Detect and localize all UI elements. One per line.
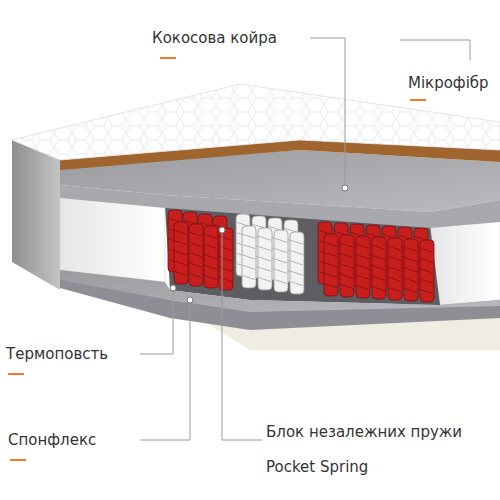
pocket-spring	[274, 230, 288, 292]
part-label: Блок незалежних пружи	[266, 423, 462, 441]
pocket-spring	[242, 226, 256, 288]
pocket-spring	[219, 228, 233, 290]
foam-wall	[60, 195, 165, 282]
part-label: Термоповсть	[6, 345, 108, 363]
accent-marks	[8, 58, 426, 460]
side-face	[12, 140, 60, 290]
top-cover	[12, 84, 500, 160]
quilt-pattern	[12, 84, 500, 160]
pocket-spring	[340, 235, 354, 297]
part-label: Кокосова койра	[152, 29, 277, 47]
foam-wall	[430, 220, 500, 305]
pocket-spring	[372, 237, 386, 299]
felt-layer	[60, 270, 500, 312]
part-label: Мікрофібр	[408, 74, 489, 92]
leader-dots	[170, 185, 348, 303]
pocket-spring	[189, 224, 203, 286]
spunflex-layer	[60, 185, 500, 228]
pocket-spring	[420, 240, 434, 302]
leader-lines	[140, 38, 470, 440]
pocket-spring	[290, 232, 304, 294]
pocket-spring	[324, 234, 338, 296]
pocket-spring	[258, 228, 272, 290]
pocket-spring	[404, 239, 418, 301]
pocket-spring	[356, 236, 370, 298]
pocket-spring	[388, 238, 402, 300]
part-label: Спонфлекс	[8, 431, 96, 449]
pocket-spring	[174, 222, 188, 284]
part-label: Pocket Spring	[266, 458, 368, 476]
pocket-spring	[204, 226, 218, 288]
